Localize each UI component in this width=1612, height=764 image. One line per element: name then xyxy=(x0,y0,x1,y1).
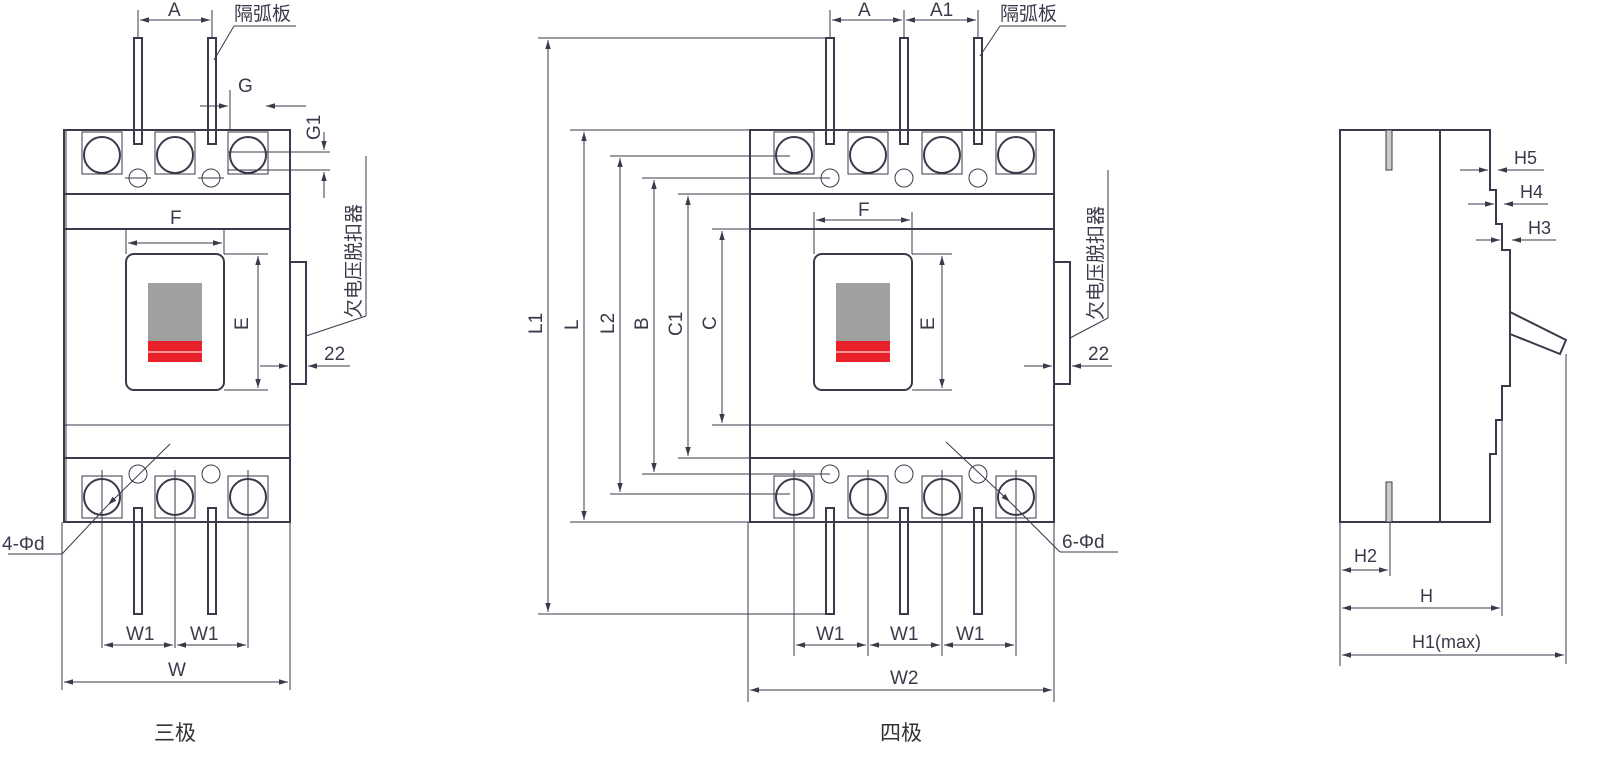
label-H5: H5 xyxy=(1514,148,1537,168)
label-H4: H4 xyxy=(1520,182,1543,202)
label-4p-W1c: W1 xyxy=(956,624,985,645)
three-pole-handle-window xyxy=(125,253,225,391)
label-4p-arc-plate: 隔弧板 xyxy=(1000,3,1057,25)
four-pole-handle-window xyxy=(813,253,913,391)
label-4p-B: B xyxy=(632,317,653,330)
label-4p-W2: W2 xyxy=(890,668,919,689)
label-4p-22: 22 xyxy=(1088,344,1109,365)
side-view: H5 H4 H3 H2 H H1(max) xyxy=(1339,129,1568,666)
three-pole-bottom-terminals xyxy=(81,464,269,615)
four-pole-view: A A1 隔弧板 L1 L L2 B C1 C F E 欠电压脱扣器 22 6-… xyxy=(526,0,1118,745)
label-3p-22: 22 xyxy=(324,344,345,365)
label-4p-L: L xyxy=(562,319,583,330)
label-3p-W: W xyxy=(168,660,186,681)
label-3p-W1a: W1 xyxy=(126,624,155,645)
label-4p-C1: C1 xyxy=(666,312,687,336)
label-H3: H3 xyxy=(1528,218,1551,238)
label-3p-F: F xyxy=(170,208,182,229)
label-3p-G1: G1 xyxy=(304,115,325,140)
label-3p-arc-plate: 隔弧板 xyxy=(234,3,291,25)
label-4p-A: A xyxy=(858,0,871,21)
side-view-body xyxy=(1339,129,1511,523)
label-3p-E: E xyxy=(232,317,253,330)
three-pole-top-terminals xyxy=(81,131,269,188)
label-H: H xyxy=(1420,586,1433,606)
window-gray-block xyxy=(836,283,890,341)
label-3p-undervoltage: 欠电压脱扣器 xyxy=(343,204,365,318)
label-H1: H1(max) xyxy=(1412,632,1481,652)
four-pole-body xyxy=(749,129,1055,523)
label-4p-F: F xyxy=(858,200,870,221)
side-handle xyxy=(1509,311,1568,356)
caption-four-pole: 四极 xyxy=(880,721,922,745)
window-gray-block xyxy=(148,283,202,341)
label-4p-W1b: W1 xyxy=(890,624,919,645)
label-4p-holes: 6-Φd xyxy=(1062,532,1105,553)
label-4p-W1a: W1 xyxy=(816,624,845,645)
label-4p-undervoltage: 欠电压脱扣器 xyxy=(1085,206,1107,320)
three-pole-top-arc-plates xyxy=(133,37,217,145)
label-3p-G: G xyxy=(238,76,253,97)
label-H2: H2 xyxy=(1354,546,1377,566)
label-4p-C: C xyxy=(700,316,721,330)
label-3p-A: A xyxy=(168,0,181,21)
label-4p-A1: A1 xyxy=(930,0,953,21)
label-3p-holes: 4-Φd xyxy=(2,534,45,555)
label-3p-W1b: W1 xyxy=(190,624,219,645)
label-4p-L1: L1 xyxy=(526,313,547,334)
three-pole-view: A 隔弧板 G G1 F E 欠电压脱扣器 22 4-Φd W1 W1 W 三极 xyxy=(2,0,367,745)
four-pole-bottom-terminals xyxy=(773,464,1037,615)
label-4p-L2: L2 xyxy=(598,313,619,334)
caption-three-pole: 三极 xyxy=(154,721,196,745)
four-pole-top-terminals xyxy=(773,37,1037,188)
label-4p-E: E xyxy=(918,317,939,330)
